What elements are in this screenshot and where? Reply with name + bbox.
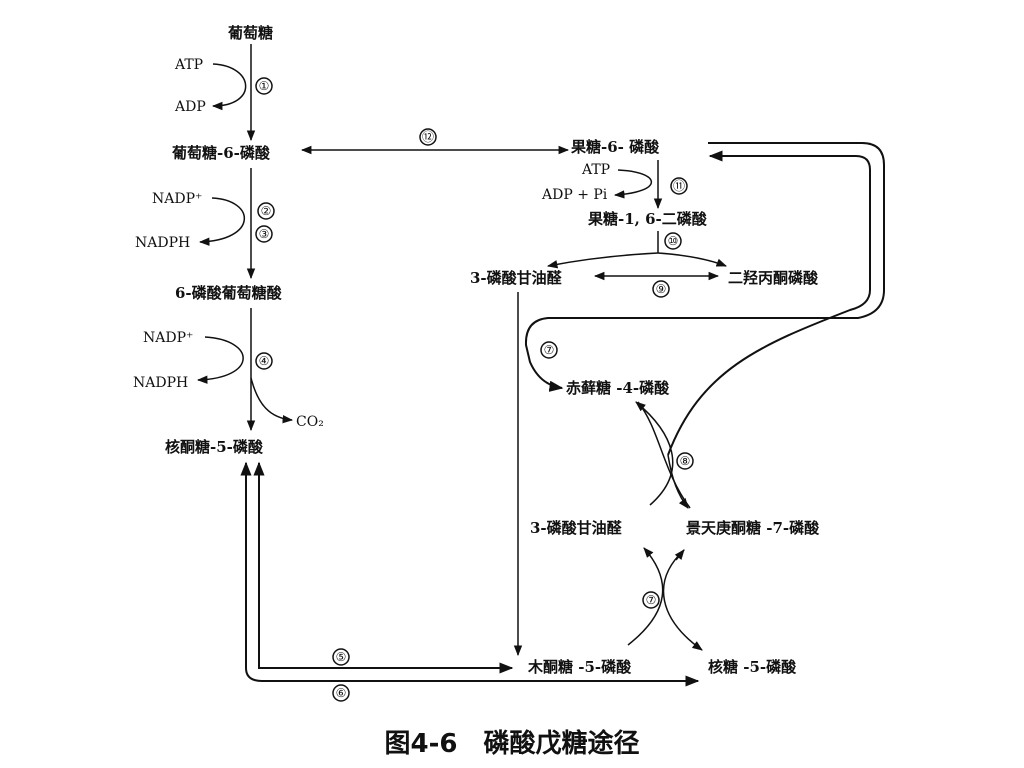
step-7-bottom-circle — [642, 591, 660, 609]
arrow-step7-from-s7p — [674, 549, 685, 561]
arrow-loop-f6p-to-e4p-outer — [524, 142, 885, 392]
cofactor-adp-pi: ADP + Pi — [541, 187, 608, 203]
arrow-atp-adp-pi — [613, 169, 652, 199]
step-2-label: ② — [261, 204, 272, 218]
node-r5p: 核糖 -5-磷酸 — [708, 658, 797, 676]
node-glucose: 葡萄糖 — [227, 24, 273, 42]
arrow-step6-ru5p-r5p — [240, 461, 700, 687]
step-7-top-label: ⑦ — [544, 343, 555, 357]
node-g3p-top: 3-磷酸甘油醛 — [470, 269, 563, 287]
cofactor-adp-1: ADP — [174, 99, 206, 115]
arrow-step7-to-g3p-mid — [627, 547, 664, 646]
arrow-step8-cross — [637, 401, 691, 509]
cofactor-co2: CO₂ — [296, 414, 324, 430]
cofactor-nadp-1: NADP⁺ — [152, 191, 202, 207]
step-10-circle — [664, 232, 682, 250]
cofactor-nadph-2: NADPH — [133, 375, 188, 391]
step-7-top-circle — [540, 341, 558, 359]
step-2-circle — [257, 202, 275, 220]
step-12-circle — [419, 128, 437, 146]
step-4-label: ④ — [259, 354, 270, 368]
arrow-split-to-dhap — [657, 252, 727, 267]
step-6-circle — [332, 684, 350, 702]
step-11-circle — [670, 177, 688, 195]
cofactor-nadph-1: NADPH — [135, 235, 190, 251]
arrow-loop-s7p-to-f6p-inner — [667, 150, 871, 456]
figure-caption: 图4-6 磷酸戊糖途径 — [385, 728, 640, 759]
step-3-circle — [255, 225, 273, 243]
step-8-label: ⑧ — [680, 454, 691, 468]
arrow-step8-g3p-to-e4p — [635, 401, 674, 506]
arrow-split-to-g3p — [546, 252, 659, 269]
step-8-circle — [676, 452, 694, 470]
arrow-step5-ru5p-xu5p — [253, 461, 514, 674]
arrow-atp-adp-1 — [211, 63, 247, 111]
step-7-bottom-label: ⑦ — [646, 593, 657, 607]
step-12-label: ⑫ — [422, 130, 434, 144]
step-10-label: ⑩ — [668, 234, 679, 248]
node-ru5p: 核酮糖-5-磷酸 — [165, 438, 264, 456]
cofactor-atp-1: ATP — [174, 57, 203, 73]
node-g3p-mid: 3-磷酸甘油醛 — [530, 519, 623, 537]
node-f6p: 果糖-6- 磷酸 — [570, 138, 660, 156]
step-3-label: ③ — [259, 227, 270, 241]
cofactor-nadp-2: NADP⁺ — [143, 330, 193, 346]
step-1-label: ① — [259, 79, 270, 93]
node-f16bp: 果糖-1, 6-二磷酸 — [587, 210, 708, 228]
arrow-step7-to-r5p — [662, 549, 703, 651]
step-9-label: ⑨ — [656, 282, 667, 296]
step-5-circle — [332, 648, 350, 666]
node-g6p: 葡萄糖-6-磷酸 — [171, 144, 271, 162]
arrow-co2-release — [250, 377, 294, 424]
arrow-nadp-nadph-2 — [196, 336, 244, 384]
step-4-circle — [255, 352, 273, 370]
node-s7p: 景天庚酮糖 -7-磷酸 — [686, 519, 820, 537]
arrow-step8-to-s7p — [667, 454, 689, 509]
step-9-circle — [652, 280, 670, 298]
cofactor-atp-2: ATP — [581, 162, 610, 178]
arrow-nadp-nadph-1 — [198, 197, 245, 246]
step-5-label: ⑤ — [336, 650, 347, 664]
node-dhap: 二羟丙酮磷酸 — [728, 269, 819, 287]
step-11-label: ⑪ — [673, 179, 685, 193]
step-6-label: ⑥ — [336, 686, 347, 700]
node-xu5p: 木酮糖 -5-磷酸 — [527, 658, 632, 676]
node-6-phosphogluconate: 6-磷酸葡萄糖酸 — [175, 284, 283, 302]
step-1-circle — [255, 77, 273, 95]
node-e4p: 赤藓糖 -4-磷酸 — [566, 379, 670, 397]
